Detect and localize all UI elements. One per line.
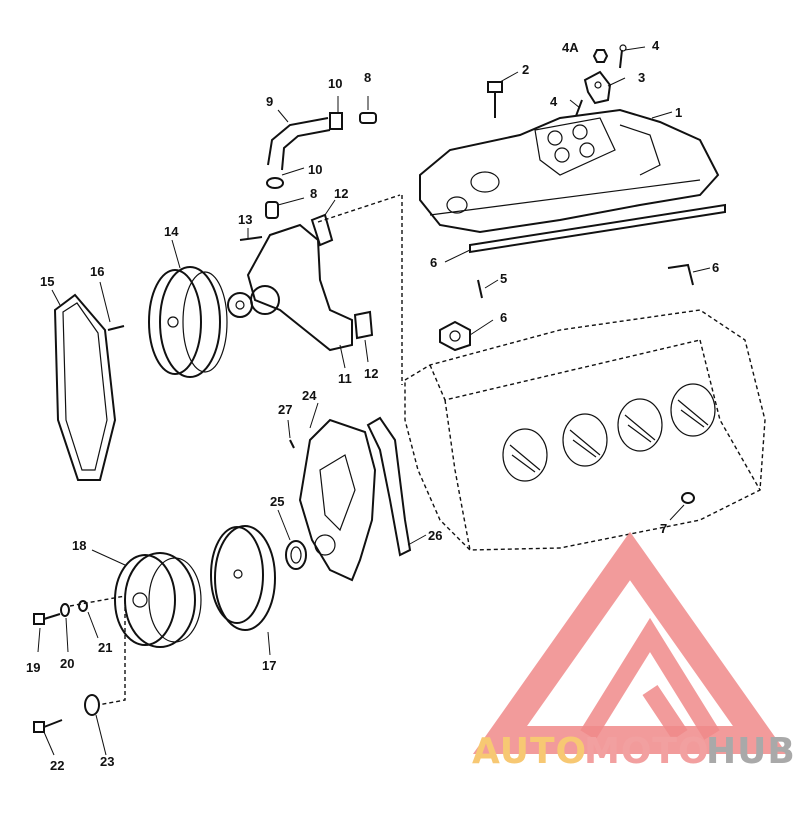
label-24: 24 bbox=[302, 388, 317, 403]
crank-pulley-18 bbox=[114, 552, 202, 648]
label-5: 5 bbox=[500, 271, 507, 286]
timing-cover-24 bbox=[298, 418, 377, 582]
water-pump bbox=[227, 223, 353, 352]
label-27: 27 bbox=[278, 402, 292, 417]
label-25: 25 bbox=[270, 494, 284, 509]
label-15: 15 bbox=[40, 274, 54, 289]
bolt-19 bbox=[33, 613, 61, 625]
leader-lines bbox=[37, 46, 711, 756]
cylinder-bores bbox=[502, 383, 716, 482]
bolt-16 bbox=[107, 325, 125, 331]
nut-4A bbox=[592, 49, 609, 63]
label-10-lower: 10 bbox=[308, 162, 322, 177]
label-11: 11 bbox=[338, 371, 352, 386]
label-26: 26 bbox=[428, 528, 442, 543]
callout-labels: 1 2 3 4A 4 4 5 6 6 6 7 8 8 9 10 10 11 12… bbox=[26, 38, 719, 773]
label-14: 14 bbox=[164, 224, 179, 239]
label-19: 19 bbox=[26, 660, 40, 675]
watermark-logo bbox=[472, 531, 788, 754]
label-21: 21 bbox=[98, 640, 112, 655]
manifold-gasket-upper bbox=[469, 203, 726, 254]
label-7: 7 bbox=[660, 521, 667, 536]
label-17: 17 bbox=[262, 658, 276, 673]
engine-block bbox=[317, 194, 766, 551]
label-4-upper: 4 bbox=[652, 38, 660, 53]
harmonic-balancer-17 bbox=[210, 525, 276, 631]
fitting-8-lower bbox=[265, 201, 279, 219]
label-22: 22 bbox=[50, 758, 64, 773]
label-12-upper: 12 bbox=[334, 186, 348, 201]
intake-manifold bbox=[419, 108, 720, 234]
label-23: 23 bbox=[100, 754, 114, 769]
label-3: 3 bbox=[638, 70, 645, 85]
manifold-seal-6-left bbox=[439, 320, 471, 352]
label-13: 13 bbox=[238, 212, 252, 227]
label-18: 18 bbox=[72, 538, 86, 553]
watermark-hub: HUB bbox=[706, 731, 796, 772]
logo-inner-mark-icon bbox=[580, 617, 720, 740]
pulley-14 bbox=[148, 266, 228, 378]
label-6-left: 6 bbox=[430, 255, 437, 270]
label-2: 2 bbox=[522, 62, 529, 77]
label-6-right: 6 bbox=[712, 260, 719, 275]
gasket-12-lower bbox=[353, 310, 374, 340]
belt-15 bbox=[53, 293, 117, 481]
logo-triangle-icon bbox=[472, 531, 788, 754]
label-1: 1 bbox=[675, 105, 682, 120]
label-4A: 4A bbox=[562, 40, 579, 55]
washer-21 bbox=[78, 600, 88, 612]
label-8-lower: 8 bbox=[310, 186, 317, 201]
washer-23 bbox=[84, 694, 100, 716]
bolt-27 bbox=[289, 439, 295, 449]
stud-4-lower bbox=[575, 99, 583, 117]
bolt-2 bbox=[487, 81, 503, 118]
watermark-text: AUTO MOTO HUB bbox=[472, 731, 796, 772]
label-9: 9 bbox=[266, 94, 273, 109]
dowel-5 bbox=[477, 279, 483, 299]
gasket-12-upper bbox=[310, 213, 334, 247]
timing-cover-gasket-26 bbox=[366, 416, 412, 557]
label-4-lower: 4 bbox=[550, 94, 558, 109]
bolt-22 bbox=[33, 719, 63, 733]
label-12-lower: 12 bbox=[364, 366, 378, 381]
bolt-13 bbox=[239, 236, 263, 241]
label-10-upper: 10 bbox=[328, 76, 342, 91]
label-8-upper: 8 bbox=[364, 70, 371, 85]
manifold-seal-6-right bbox=[667, 263, 694, 286]
fitting-8-upper bbox=[359, 112, 377, 124]
hose-9 bbox=[267, 117, 331, 171]
bracket-3 bbox=[583, 70, 612, 105]
washer-20 bbox=[60, 603, 70, 617]
label-20: 20 bbox=[60, 656, 74, 671]
clamp-10-upper bbox=[329, 112, 343, 130]
watermark-auto: AUTO bbox=[472, 731, 587, 772]
plug-7 bbox=[681, 492, 695, 504]
label-6-mid: 6 bbox=[500, 310, 507, 325]
watermark-moto: MOTO bbox=[584, 731, 710, 772]
clamp-10-lower bbox=[266, 177, 284, 189]
oil-seal-25 bbox=[285, 540, 307, 570]
label-16: 16 bbox=[90, 264, 104, 279]
stud-4-upper bbox=[619, 44, 627, 69]
